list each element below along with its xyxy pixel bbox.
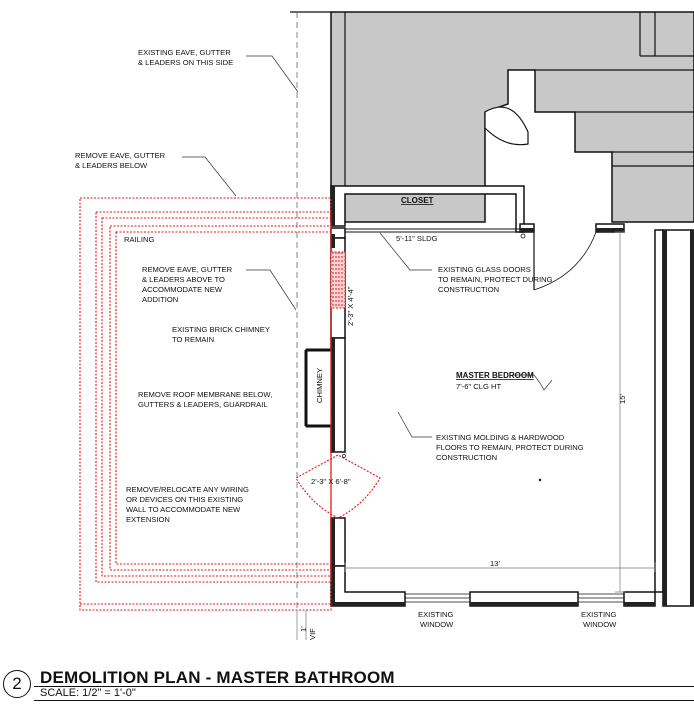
floor-plan-drawing: EXISTING EAVE, GUTTER& LEADERS ON THIS S…	[75, 11, 694, 640]
room-name-label: MASTER BEDROOM	[456, 371, 534, 380]
door-demolition	[295, 454, 381, 519]
bedroom-walls	[330, 185, 694, 607]
chimney-label: CHIMNEY	[315, 368, 324, 403]
title-rule-1	[34, 686, 694, 687]
sldg-label: 5'-11" SLDG	[396, 234, 438, 243]
door-pivot	[342, 454, 346, 458]
leader-lines	[182, 55, 553, 438]
window-opening-label: 2'-3" X 4'-4"	[346, 286, 355, 326]
closet-label: CLOSET	[401, 196, 434, 205]
note-existing-eave: EXISTING EAVE, GUTTER& LEADERS ON THIS S…	[138, 48, 233, 67]
leader-dot	[538, 478, 542, 482]
ceiling-height-label: 7'-6" CLG HT	[456, 382, 501, 391]
chimney	[304, 348, 331, 428]
dim-15-label: 15'	[618, 394, 627, 404]
note-remove-eave-below: REMOVE EAVE, GUTTER& LEADERS BELOW	[75, 151, 166, 170]
drawing-number-badge: 2	[3, 670, 31, 698]
swing-door	[533, 231, 597, 291]
windows	[405, 593, 624, 603]
window-demolition	[330, 251, 346, 309]
dark-walls	[331, 186, 694, 606]
dim-13-label: 13'	[490, 559, 500, 568]
demolition-outline	[79, 197, 332, 611]
title-rule-2	[34, 700, 694, 701]
railing-label: RAILING	[124, 235, 154, 244]
dimension-lines	[296, 231, 656, 640]
existing-building-gray	[330, 11, 694, 223]
vif-dimension-label: 1'VIF	[299, 626, 317, 640]
door-opening-label: 2'-3" X 6'-8"	[311, 477, 351, 486]
sliding-door	[345, 228, 526, 239]
note-remove-membrane: REMOVE ROOF MEMBRANE BELOW,GUTTERS & LEA…	[138, 390, 272, 409]
drawing-title: DEMOLITION PLAN - MASTER BATHROOM	[40, 668, 395, 687]
drawing-scale: SCALE: 1/2" = 1'-0"	[40, 687, 136, 699]
